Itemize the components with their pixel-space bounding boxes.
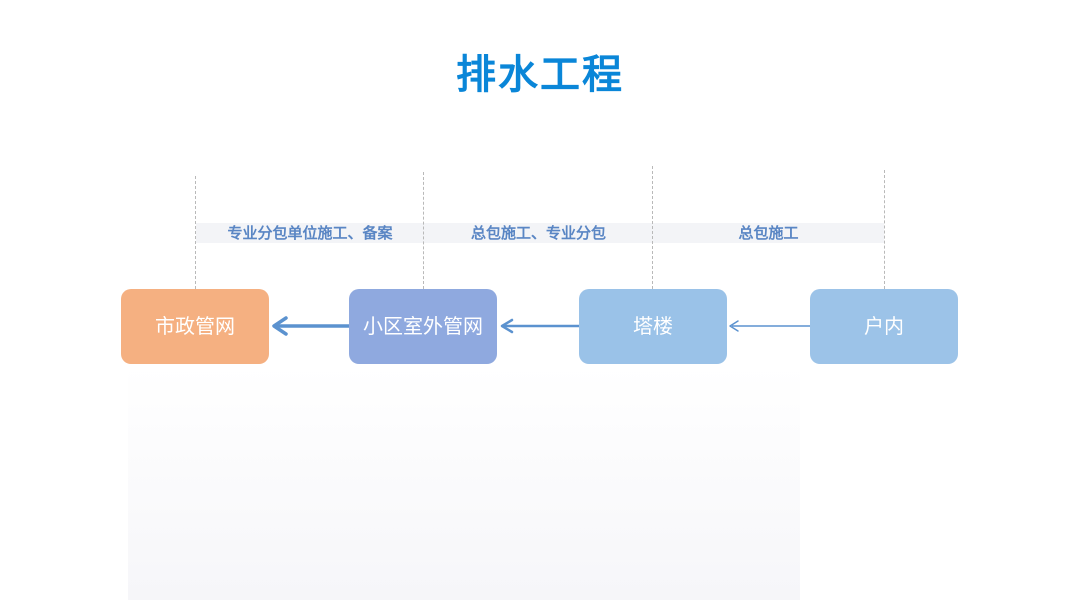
- divider-line-4: [884, 170, 885, 289]
- node-municipal-network: 市政管网: [121, 289, 269, 364]
- arrow-to-municipal: [272, 316, 349, 336]
- stage-label-2: 总包施工、专业分包: [470, 224, 606, 242]
- stage-band-3: [653, 223, 884, 243]
- stage-band-1: [196, 223, 424, 243]
- divider-line-3: [652, 166, 653, 289]
- stage-label-3: 总包施工: [738, 224, 799, 242]
- page-title: 排水工程: [456, 52, 624, 98]
- node-tower: 塔楼: [579, 289, 727, 364]
- divider-line-2: [423, 172, 424, 289]
- background-shade: [128, 365, 800, 600]
- node-community-outdoor-network: 小区室外管网: [349, 289, 497, 364]
- node-indoor: 户内: [810, 289, 958, 364]
- stage-label-1: 专业分包单位施工、备案: [227, 224, 393, 242]
- arrow-to-tower: [729, 320, 810, 332]
- divider-line-1: [195, 176, 196, 289]
- stage-band-2: [424, 223, 653, 243]
- arrow-to-community: [500, 318, 579, 334]
